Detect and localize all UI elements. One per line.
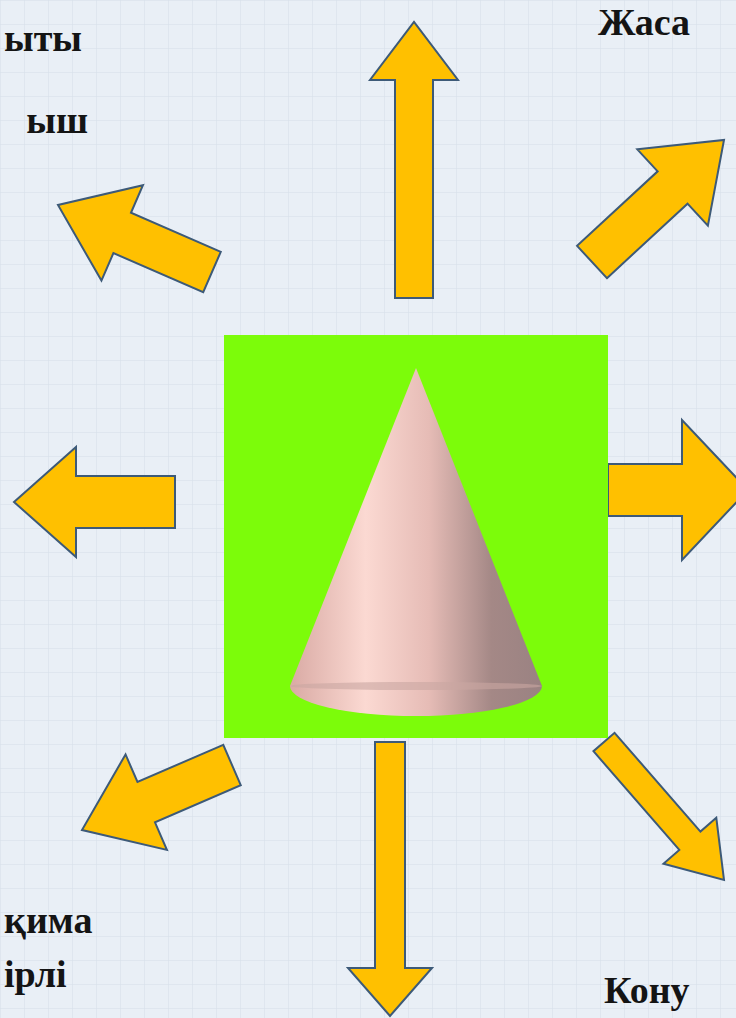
cone	[290, 368, 542, 716]
label-fragment: ыты	[4, 18, 82, 60]
orange-arrow	[577, 140, 724, 278]
label-fragment: Кону	[604, 970, 690, 1012]
orange-arrow	[58, 185, 221, 292]
green-square	[224, 335, 608, 738]
label-fragment: қима	[4, 900, 92, 942]
orange-arrow	[14, 447, 175, 557]
orange-arrow	[82, 745, 241, 850]
label-fragment: ыш	[26, 100, 88, 142]
orange-arrow	[348, 742, 432, 1016]
orange-arrow	[608, 420, 736, 560]
orange-arrow	[593, 733, 724, 880]
orange-arrow	[370, 22, 458, 298]
cone-base	[290, 682, 542, 690]
label-fragment: Жаса	[598, 2, 690, 44]
arrow-group	[14, 22, 736, 1016]
label-fragment: ірлі	[4, 954, 67, 996]
